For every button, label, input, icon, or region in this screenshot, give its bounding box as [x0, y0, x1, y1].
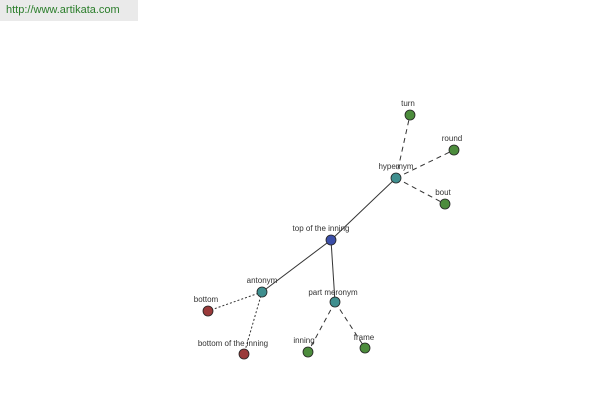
- edge-part-meronym-inning: [307, 301, 336, 353]
- relation-hypernym-node[interactable]: [390, 172, 402, 184]
- graph-nodes: [202, 109, 460, 360]
- edge-hypernym-turn: [395, 114, 411, 179]
- edge-hypernym-round: [395, 149, 455, 179]
- term-bottom-of-the-inning-label: bottom of the inning: [198, 339, 268, 348]
- site-url-link[interactable]: http://www.artikata.com: [0, 0, 138, 21]
- term-round-node[interactable]: [448, 144, 460, 156]
- root-term-node[interactable]: [325, 234, 337, 246]
- term-inning-label: inning: [293, 336, 314, 345]
- graph-edges: [207, 114, 455, 355]
- relation-antonym-node[interactable]: [256, 286, 268, 298]
- edge-part-meronym-frame: [334, 301, 366, 349]
- edge-antonym-bottom: [207, 291, 263, 312]
- edge-root-antonym: [261, 239, 332, 293]
- term-turn-label: turn: [401, 99, 415, 108]
- term-frame-label: frame: [354, 333, 375, 342]
- term-bottom-node[interactable]: [202, 305, 214, 317]
- term-bottom-of-the-inning-node[interactable]: [238, 348, 250, 360]
- edge-hypernym-bout: [395, 177, 446, 205]
- edge-root-hypernym: [330, 177, 397, 241]
- relation-part-meronym-label: part meronym: [308, 288, 358, 297]
- term-turn-node[interactable]: [404, 109, 416, 121]
- term-round-label: round: [442, 134, 462, 143]
- term-inning-node[interactable]: [302, 346, 314, 358]
- term-bout-node[interactable]: [439, 198, 451, 210]
- term-bout-label: bout: [435, 188, 451, 197]
- root-term-label: top of the inning: [293, 224, 350, 233]
- graph-labels: top of the inning hypernym antonym part mer…: [194, 99, 462, 348]
- term-frame-node[interactable]: [359, 342, 371, 354]
- edge-root-part-meronym: [330, 239, 336, 303]
- term-bottom-label: bottom: [194, 295, 219, 304]
- relation-hypernym-label: hypernym: [378, 162, 413, 171]
- edge-antonym-bottom-of-the-inning: [243, 291, 263, 355]
- relation-part-meronym-node[interactable]: [329, 296, 341, 308]
- relation-antonym-label: antonym: [247, 276, 278, 285]
